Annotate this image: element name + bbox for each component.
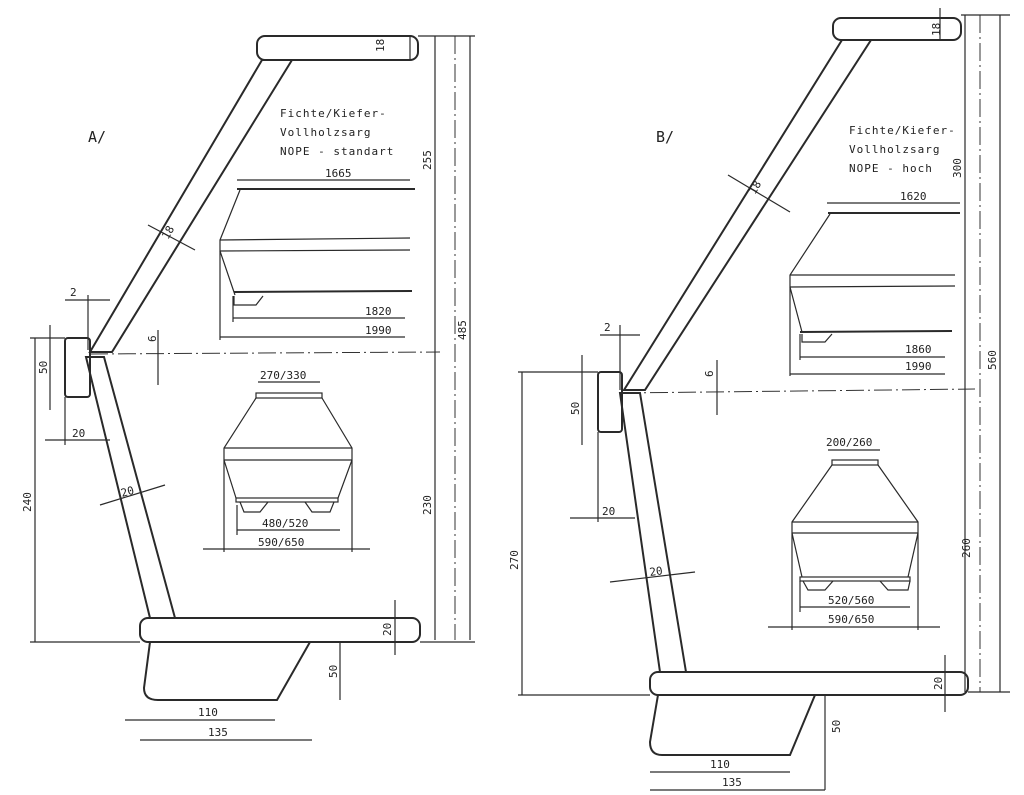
top-cap bbox=[256, 35, 419, 61]
dim-line bbox=[609, 571, 696, 583]
dim-foot-outer: 135 bbox=[208, 726, 228, 739]
coffin-side-view-b bbox=[789, 202, 960, 376]
dim-gap: 2 bbox=[604, 321, 611, 334]
upper-board bbox=[88, 59, 294, 353]
dim-side-total: 1990 bbox=[365, 324, 392, 337]
dim-end-bottom: 480/520 bbox=[262, 517, 308, 530]
upper-board bbox=[622, 39, 873, 391]
centerline bbox=[621, 388, 976, 394]
dim-gap: 2 bbox=[70, 286, 77, 299]
dim-lower-height: 230 bbox=[421, 495, 434, 515]
note-line-1: Fichte/Kiefer- bbox=[849, 124, 956, 137]
dim-base-thickness: 20 bbox=[932, 677, 945, 690]
dim-side-bottom: 1820 bbox=[365, 305, 392, 318]
dim-board-thickness: 18 bbox=[159, 224, 177, 242]
note-line-3: NOPE - hoch bbox=[849, 162, 933, 175]
coffin-side-view-a bbox=[219, 179, 415, 340]
dim-lower-thickness: 20 bbox=[649, 564, 664, 579]
dim-line bbox=[147, 224, 196, 251]
dim-line bbox=[99, 484, 166, 506]
dim-end-bottom: 520/560 bbox=[828, 594, 874, 607]
dim-top-thickness: 18 bbox=[930, 23, 943, 36]
coffin-end-view-b bbox=[768, 449, 940, 630]
dim-upper-height: 300 bbox=[951, 158, 964, 178]
dim-upper-height: 255 bbox=[421, 150, 434, 170]
dim-offset: 6 bbox=[146, 335, 159, 342]
dim-lower-height: 260 bbox=[960, 538, 973, 558]
dim-side-total: 1990 bbox=[905, 360, 932, 373]
dim-end-total: 590/650 bbox=[828, 613, 874, 626]
note-line-1: Fichte/Kiefer- bbox=[280, 107, 387, 120]
dim-block-width: 20 bbox=[72, 427, 85, 440]
drawing-a: A/ Fichte/Kiefer- Vollholzsarg NOPE - st… bbox=[21, 35, 475, 741]
dim-offset: 6 bbox=[703, 370, 716, 377]
base-board bbox=[139, 617, 421, 643]
dim-end-top: 270/330 bbox=[260, 369, 306, 382]
dim-foot-height: 50 bbox=[830, 720, 843, 733]
drawing-a-label: A/ bbox=[88, 128, 106, 146]
side-block bbox=[64, 337, 91, 398]
dim-block-width: 20 bbox=[602, 505, 615, 518]
dim-top-thickness: 18 bbox=[374, 39, 387, 52]
dim-side-bottom: 1860 bbox=[905, 343, 932, 356]
foot bbox=[648, 694, 817, 756]
dim-block-height: 50 bbox=[37, 361, 50, 374]
dim-left-height: 270 bbox=[508, 550, 521, 570]
dim-foot-inner: 110 bbox=[710, 758, 730, 771]
dim-left-height: 240 bbox=[21, 492, 34, 512]
note-line-2: Vollholzsarg bbox=[280, 126, 371, 139]
dim-side-top: 1620 bbox=[900, 190, 927, 203]
dim-foot-inner: 110 bbox=[198, 706, 218, 719]
note-line-2: Vollholzsarg bbox=[849, 143, 940, 156]
dim-block-height: 50 bbox=[569, 402, 582, 415]
dim-foot-outer: 135 bbox=[722, 776, 742, 789]
dim-total-height: 485 bbox=[456, 320, 469, 340]
dim-lower-thickness: 20 bbox=[119, 484, 135, 500]
dim-board-thickness: 18 bbox=[746, 179, 764, 197]
side-block bbox=[597, 371, 623, 433]
foot bbox=[142, 641, 312, 701]
drawing-b-label: B/ bbox=[656, 128, 674, 146]
dim-end-top: 200/260 bbox=[826, 436, 872, 449]
centerline bbox=[89, 351, 441, 355]
base-board bbox=[649, 671, 969, 696]
coffin-end-view-a bbox=[203, 381, 370, 552]
top-cap bbox=[832, 17, 962, 41]
dim-base-thickness: 20 bbox=[381, 623, 394, 636]
dim-total-height: 560 bbox=[986, 350, 999, 370]
dim-end-total: 590/650 bbox=[258, 536, 304, 549]
dim-foot-height: 50 bbox=[327, 665, 340, 678]
dim-side-top: 1665 bbox=[325, 167, 352, 180]
dim-line bbox=[727, 174, 791, 213]
drawing-b: B/ Fichte/Kiefer- Vollholzsarg NOPE - ho… bbox=[508, 8, 1010, 791]
note-line-3: NOPE - standart bbox=[280, 145, 394, 158]
lower-board bbox=[618, 392, 688, 673]
